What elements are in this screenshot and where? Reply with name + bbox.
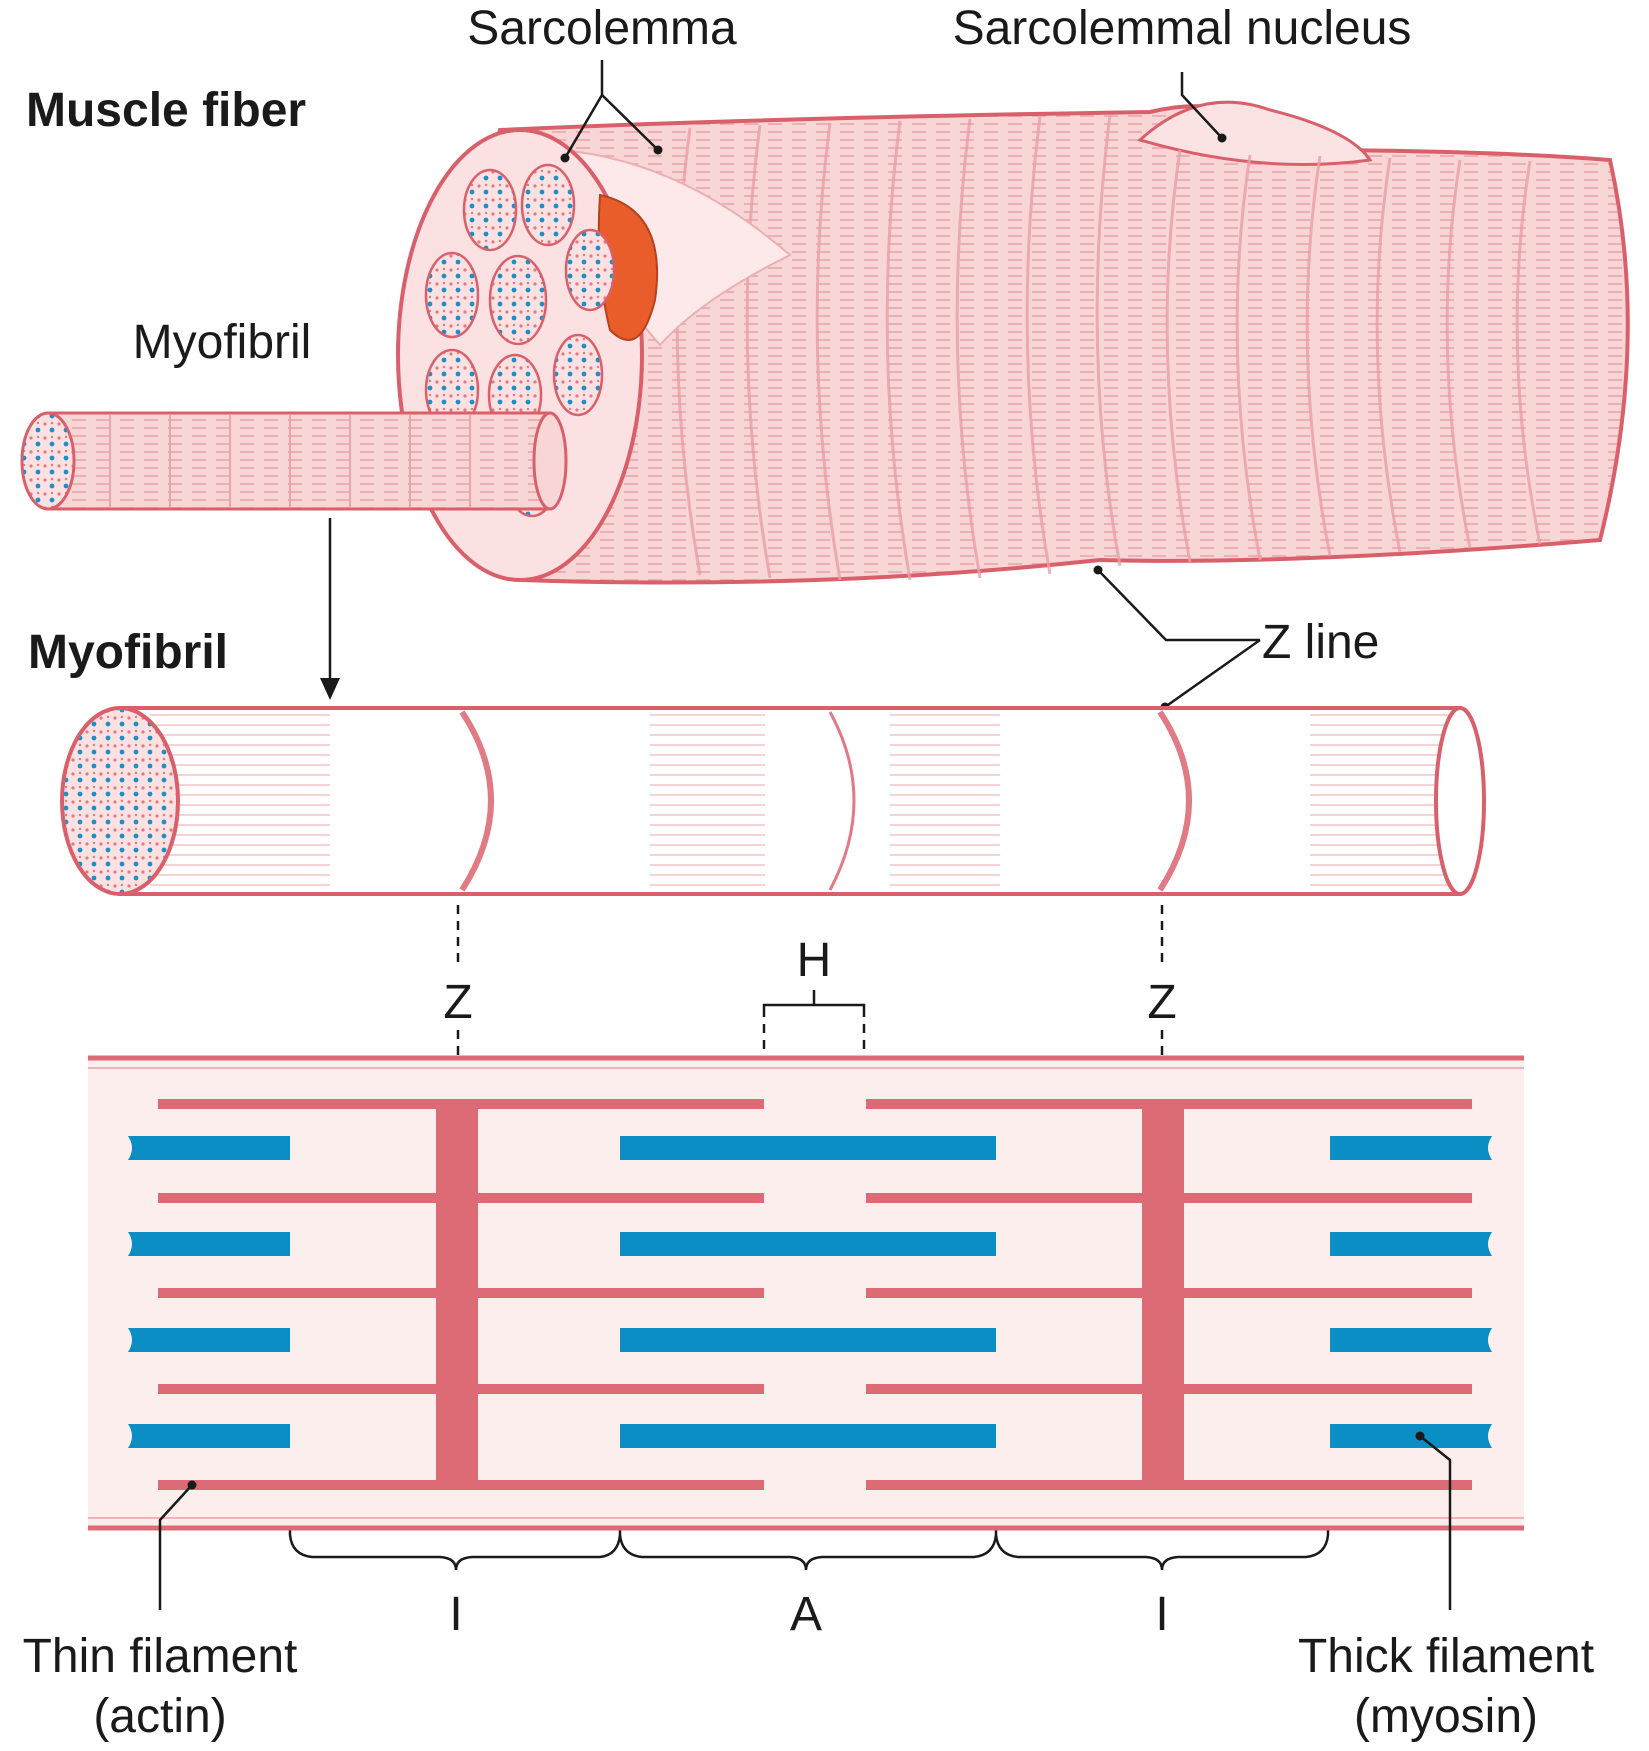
label-z-left: Z [443,976,472,1029]
myofibril-z-line-left [459,710,494,892]
band-braces [288,1534,1330,1571]
label-myofibril-heading: Myofibril [28,626,228,679]
sarcomere [88,1055,1524,1531]
label-sarcolemmal-nucleus: Sarcolemmal nucleus [953,2,1412,55]
filament-leaders [158,1435,1452,1610]
thick-filaments [128,1136,1492,1448]
label-z-line: Z line [1262,616,1379,669]
myofibril-z-line-right [1157,710,1192,892]
label-i-right: I [1155,1588,1168,1641]
label-thick-filament: Thick filament [1298,1630,1594,1683]
down-arrow [320,518,340,700]
label-thin-filament-sub: (actin) [93,1690,226,1743]
muscle-fiber [20,100,1630,585]
label-myofibril-upper: Myofibril [133,316,312,369]
label-h: H [797,934,832,987]
myofibril-m-line [828,711,856,891]
label-a: A [790,1588,822,1641]
label-thick-filament-sub: (myosin) [1354,1690,1538,1743]
thin-filaments [158,1099,1472,1490]
label-z-right: Z [1147,976,1176,1029]
top-leader-lines [563,60,1261,709]
h-bracket [762,990,866,1008]
myofibril-cylinder [60,706,1486,896]
label-sarcolemma: Sarcolemma [467,2,737,55]
label-muscle-fiber: Muscle fiber [26,84,306,137]
label-i-left: I [449,1588,462,1641]
protruding-myofibril [20,411,568,511]
myofibril-end-face [60,706,180,896]
sarcolemmal-nucleus-shape [1137,100,1373,166]
label-thin-filament: Thin filament [23,1630,298,1683]
